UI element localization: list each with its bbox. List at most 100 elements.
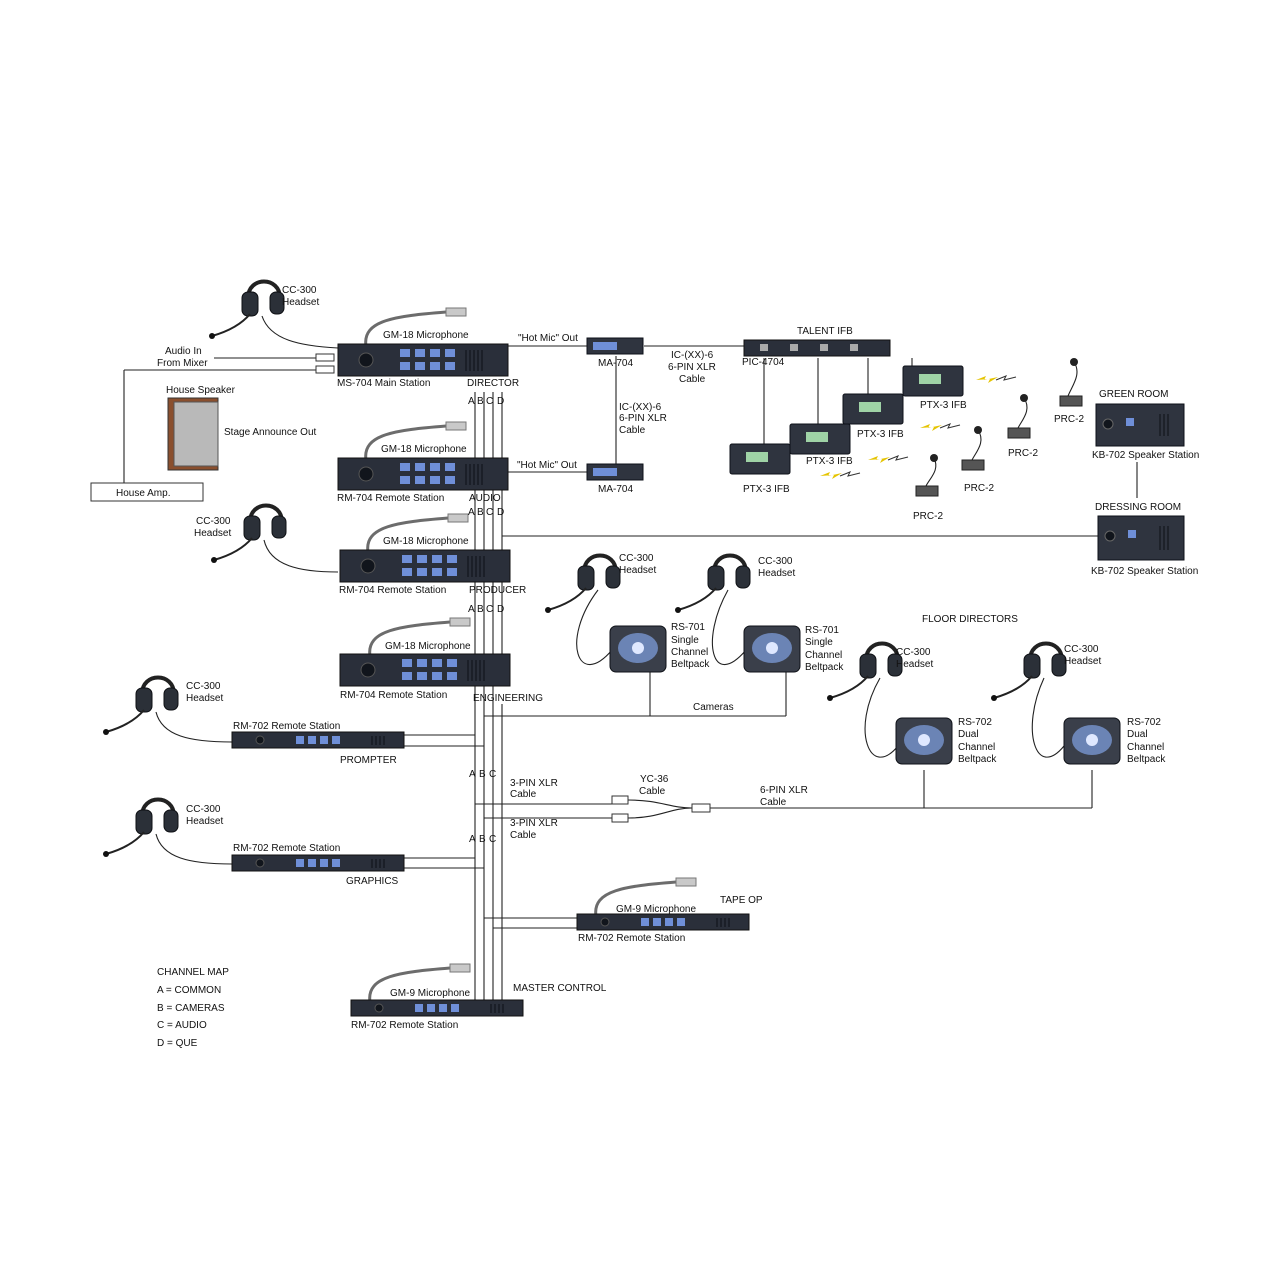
channel-map-b: B = CAMERAS bbox=[157, 1003, 225, 1014]
ptx3-label-3: PTX-3 IFB bbox=[857, 429, 904, 440]
headset-floor-2-model: CC-300 bbox=[1064, 644, 1099, 655]
master-control-mic-label: GM-9 Microphone bbox=[390, 988, 470, 999]
headset-director-model: CC-300 bbox=[282, 285, 317, 296]
svg-text:A: A bbox=[469, 834, 476, 845]
rm702-master-control-label: RM-702 Remote Station bbox=[351, 1020, 458, 1031]
rm704-audio-station bbox=[337, 420, 509, 491]
headset-graphics bbox=[101, 797, 233, 865]
ma704-director bbox=[586, 337, 644, 355]
rm704-producer-label: RM-704 Remote Station bbox=[339, 585, 446, 596]
rs701-2-line1: RS-701 bbox=[805, 625, 839, 636]
ms704-label: MS-704 Main Station bbox=[337, 378, 430, 389]
channel-map-c: C = AUDIO bbox=[157, 1020, 207, 1031]
tape-op-mic-label: GM-9 Microphone bbox=[616, 904, 696, 915]
rs702-2-line1: RS-702 bbox=[1127, 717, 1161, 728]
prc2-receivers bbox=[915, 358, 1083, 497]
stage-announce-label: Stage Announce Out bbox=[224, 427, 317, 438]
svg-text:A: A bbox=[468, 507, 475, 518]
rm704-audio-label: RM-704 Remote Station bbox=[337, 493, 444, 504]
house-speaker-label: House Speaker bbox=[166, 385, 236, 396]
ptx3-label-2: PTX-3 IFB bbox=[806, 456, 853, 467]
rs701-2-line2: Single bbox=[805, 637, 833, 648]
rm702-graphics-station bbox=[231, 854, 405, 872]
rs702-2-line4: Beltpack bbox=[1127, 754, 1166, 765]
rs701-2-line4: Beltpack bbox=[805, 662, 844, 673]
rm702-prompter-station bbox=[231, 731, 405, 749]
ptx3-unit-4 bbox=[902, 365, 964, 397]
ic-cable-line3: Cable bbox=[679, 374, 706, 385]
audio-position-label: AUDIO bbox=[469, 493, 501, 504]
headset-camera-1-type: Headset bbox=[619, 565, 656, 576]
director-label: DIRECTOR bbox=[467, 378, 519, 389]
producer-label: PRODUCER bbox=[469, 585, 526, 596]
headset-floor-2 bbox=[989, 641, 1068, 758]
rs702-2-line3: Channel bbox=[1127, 742, 1164, 753]
xlr3-cable-2-line1: 3-PIN XLR bbox=[510, 818, 558, 829]
yc36-cable bbox=[611, 795, 711, 823]
rm702-graphics-label: RM-702 Remote Station bbox=[233, 843, 340, 854]
engineering-label: ENGINEERING bbox=[473, 693, 543, 704]
ma704-audio-label: MA-704 bbox=[598, 484, 633, 495]
xlr6-cable-line2: Cable bbox=[760, 797, 787, 808]
floor-directors-label: FLOOR DIRECTORS bbox=[922, 614, 1018, 625]
xlr-connector-audio-in bbox=[315, 353, 335, 362]
ptx3-label-1: PTX-3 IFB bbox=[743, 484, 790, 495]
svg-text:D: D bbox=[497, 507, 504, 518]
headset-floor-1-type: Headset bbox=[896, 659, 933, 670]
headset-camera-2-model: CC-300 bbox=[758, 556, 793, 567]
headset-prompter bbox=[101, 675, 233, 743]
ic-cable-vertical-line1: IC-(XX)-6 bbox=[619, 402, 662, 413]
ptx3-unit-3 bbox=[842, 393, 904, 425]
kb702-green-room bbox=[1095, 403, 1185, 447]
prc2-label-3: PRC-2 bbox=[1008, 448, 1038, 459]
rm702-prompter-label: RM-702 Remote Station bbox=[233, 721, 340, 732]
headset-prompter-model: CC-300 bbox=[186, 681, 221, 692]
svg-text:B: B bbox=[477, 396, 484, 407]
rs701-1-line3: Channel bbox=[671, 647, 708, 658]
rs702-1-line2: Dual bbox=[958, 729, 979, 740]
rs702-1-line3: Channel bbox=[958, 742, 995, 753]
yc36-label-line1: YC-36 bbox=[640, 774, 669, 785]
channel-map-d: D = QUE bbox=[157, 1038, 198, 1049]
wiring bbox=[123, 345, 1138, 1000]
xlr3-cable-2-line2: Cable bbox=[510, 830, 537, 841]
prc2-label-1: PRC-2 bbox=[913, 511, 943, 522]
ms704-mic-label: GM-18 Microphone bbox=[383, 330, 469, 341]
rs701-beltpack-1 bbox=[609, 625, 667, 673]
pic4704-unit bbox=[743, 339, 891, 357]
graphics-label: GRAPHICS bbox=[346, 876, 399, 887]
xlr3-cable-1-line2: Cable bbox=[510, 789, 537, 800]
ptx3-label-4: PTX-3 IFB bbox=[920, 400, 967, 411]
pic4704-label: PIC-4704 bbox=[742, 357, 785, 368]
prc2-label-4: PRC-2 bbox=[1054, 414, 1084, 425]
svg-text:C: C bbox=[489, 769, 496, 780]
svg-text:C: C bbox=[486, 507, 493, 518]
rm704-engineering-mic-label: GM-18 Microphone bbox=[385, 641, 471, 652]
headset-camera-1 bbox=[543, 553, 622, 665]
kb702-green-room-label: KB-702 Speaker Station bbox=[1092, 450, 1199, 461]
hot-mic-label-2: "Hot Mic" Out bbox=[517, 460, 577, 471]
svg-text:C: C bbox=[489, 834, 496, 845]
green-room-label: GREEN ROOM bbox=[1099, 389, 1168, 400]
dressing-room-label: DRESSING ROOM bbox=[1095, 502, 1181, 513]
svg-text:B: B bbox=[477, 507, 484, 518]
ma704-director-label: MA-704 bbox=[598, 358, 633, 369]
headset-producer bbox=[209, 503, 339, 573]
headset-director bbox=[207, 279, 339, 349]
rm704-producer-mic-label: GM-18 Microphone bbox=[383, 536, 469, 547]
rs702-2-line2: Dual bbox=[1127, 729, 1148, 740]
headset-graphics-model: CC-300 bbox=[186, 804, 221, 815]
svg-text:A: A bbox=[469, 769, 476, 780]
rm704-engineering-label: RM-704 Remote Station bbox=[340, 690, 447, 701]
rs702-beltpack-1 bbox=[895, 717, 953, 765]
svg-text:B: B bbox=[479, 769, 486, 780]
svg-text:D: D bbox=[497, 604, 504, 615]
headset-producer-model: CC-300 bbox=[196, 516, 231, 527]
svg-text:C: C bbox=[486, 604, 493, 615]
xlr3-cable-1-line1: 3-PIN XLR bbox=[510, 778, 558, 789]
headset-floor-2-type: Headset bbox=[1064, 656, 1101, 667]
